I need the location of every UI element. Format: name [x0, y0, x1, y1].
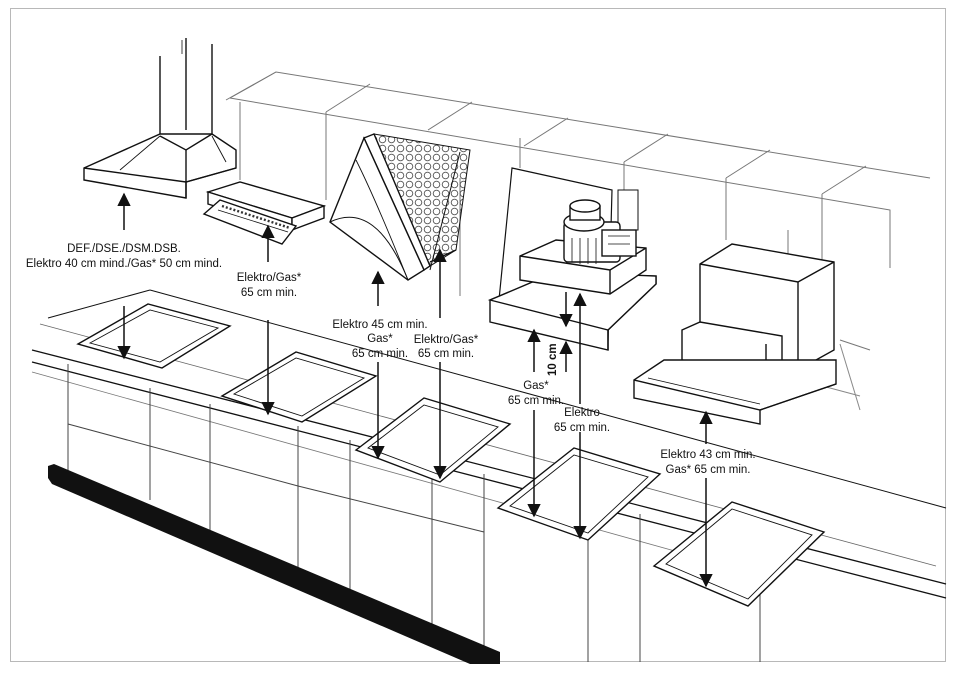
- label-motor-hood-offset: 10 cm: [547, 343, 559, 376]
- hob-2: [220, 351, 378, 423]
- slim-hood: [202, 181, 327, 245]
- label-motor-hood-elektro-line1: Elektro: [564, 407, 600, 419]
- label-motor-hood-gas-line1: Gas*: [523, 380, 549, 392]
- base-cabinets: [67, 364, 761, 662]
- hob-3: [354, 397, 512, 483]
- label-slim-hood-line2: 65 cm min.: [241, 287, 297, 299]
- label-motor-hood-elektro: Elektro 65 cm min.: [554, 407, 610, 434]
- label-drawer-hood-line2: Gas* 65 cm min.: [666, 464, 751, 476]
- label-chimney-hood: DEF./DSE./DSM.DSB. Elektro 40 cm mind./G…: [26, 243, 222, 270]
- chimney-hood: [83, 38, 237, 199]
- label-glass-hood-elektro-gas-line2: 65 cm min.: [418, 348, 474, 360]
- wall-cabinets: [225, 71, 931, 351]
- label-drawer-hood-line1: Elektro 43 cm min.: [660, 449, 755, 461]
- label-motor-hood-elektro-line2: 65 cm min.: [554, 422, 610, 434]
- plinth-bar: [48, 464, 500, 664]
- label-glass-hood-elektro-gas: Elektro/Gas* 65 cm min.: [414, 334, 479, 360]
- hob-5: [652, 501, 826, 607]
- label-glass-hood-elektro-line1: Elektro 45 cm min.: [332, 319, 427, 331]
- label-glass-hood-elektro: Elektro 45 cm min. Gas* 65 cm min.: [332, 319, 427, 360]
- label-glass-hood-elektro-line3: 65 cm min.: [352, 348, 408, 360]
- hob-1: [76, 303, 232, 369]
- label-chimney-hood-line1: DEF./DSE./DSM.DSB.: [67, 243, 181, 255]
- glass-canopy-hood: [329, 133, 471, 281]
- drawer-hood: [633, 243, 837, 425]
- label-motor-hood-gas-line2: 65 cm min.: [508, 395, 564, 407]
- label-drawer-hood: Elektro 43 cm min. Gas* 65 cm min.: [660, 449, 755, 476]
- measurement-arrows: [117, 192, 713, 588]
- label-glass-hood-elektro-gas-line1: Elektro/Gas*: [414, 334, 479, 346]
- hob-4: [496, 447, 662, 541]
- label-chimney-hood-line2: Elektro 40 cm mind./Gas* 50 cm mind.: [26, 258, 222, 270]
- label-slim-hood-line1: Elektro/Gas*: [237, 272, 302, 284]
- label-glass-hood-elektro-line2: Gas*: [367, 333, 393, 345]
- label-motor-hood-gas: Gas* 65 cm min.: [508, 380, 564, 407]
- label-slim-hood: Elektro/Gas* 65 cm min.: [237, 272, 302, 299]
- glass-motor-hood: [487, 167, 657, 351]
